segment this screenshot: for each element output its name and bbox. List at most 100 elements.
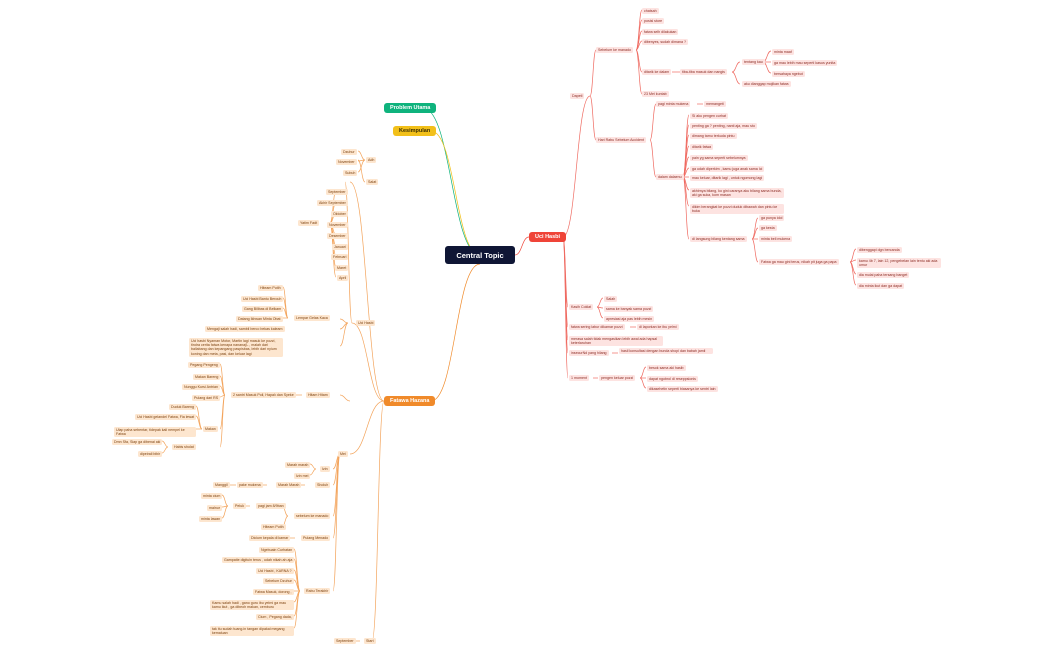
leaf-sendiri-1[interactable]: Makan Bareng <box>193 374 221 381</box>
node-sebelum[interactable]: sebelum ke manado <box>294 513 331 520</box>
leaf-tentang-2[interactable]: bersahaya ngebut <box>772 71 805 78</box>
node-sholuh[interactable]: Sholuh <box>315 482 331 489</box>
node-fatwa-sering[interactable]: fatwa sering labur dikamar pozzi <box>569 324 625 331</box>
leaf-rabu-6[interactable]: Cium , Pegang dada, <box>256 614 294 621</box>
node-start-child[interactable]: September <box>334 638 356 645</box>
leaf-sebelum-0[interactable]: chatsah <box>642 8 659 15</box>
node-pagi-child[interactable]: memangeti <box>704 101 726 108</box>
node-tentang[interactable]: tentang kau <box>742 59 765 66</box>
branch-problem-utama[interactable]: Problem Utama <box>384 103 437 113</box>
node-habis[interactable]: Habis sholat <box>172 444 196 451</box>
leaf-lempar-1[interactable]: Uci Hasbi Bantu Berouh <box>241 296 284 303</box>
node-start[interactable]: Start <box>364 638 376 645</box>
leaf-sebelum-2[interactable]: fatwa selh dilakukan <box>642 29 679 36</box>
leaf-sendiri-2[interactable]: Nunggu Kursi Antrian <box>182 384 220 391</box>
leaf-kasih-0[interactable]: Salah <box>604 296 618 303</box>
leaf-pengen-1[interactable]: dapat ngobrol di reseppsionis <box>647 376 698 383</box>
node-lempar[interactable]: Lempar Gelas Kaca <box>294 315 330 322</box>
node-tiba[interactable]: tiba-tiba masuk dan nangis <box>680 69 727 76</box>
node-adh[interactable]: Adh <box>366 157 377 164</box>
node-peluk[interactable]: Peluk <box>233 503 246 510</box>
node-kasih[interactable]: Kasih Coklat <box>569 304 594 311</box>
leaf-sebelum-3[interactable]: dibenyes, sudah dimana ? <box>642 39 688 46</box>
leaf-dalam-5[interactable]: ga udah diperkim , kamu juga anak sama I… <box>690 166 765 173</box>
leaf-peluk-1[interactable]: malnur <box>207 505 222 512</box>
leaf-yatim-4[interactable]: Desember <box>327 233 348 240</box>
leaf-pengen-0[interactable]: besok sama aki hasib <box>647 365 686 372</box>
leaf-habis-1[interactable]: dipeirali bibir <box>138 451 163 458</box>
node-yatim[interactable]: Yatim Fadt <box>298 220 320 227</box>
leaf-yatim-8[interactable]: April <box>337 275 349 282</box>
node-hitam[interactable]: Hitam Hitam <box>306 392 330 399</box>
leaf-sendiri-3[interactable]: Pulang dari RS <box>192 395 221 402</box>
leaf-yatim-5[interactable]: Januari <box>332 244 348 251</box>
leaf-kasih-2[interactable]: apresiasi aja pas lebih mesin <box>604 316 655 323</box>
leaf-lempar-2[interactable]: Gang Bilibas di Belkam <box>242 306 284 313</box>
node-mei[interactable]: Mei <box>338 451 348 458</box>
node-izin[interactable]: Izin <box>320 466 330 473</box>
node-pulang[interactable]: Pulang Menado <box>301 535 331 542</box>
leaf-yatim-6[interactable]: Februari <box>331 254 349 261</box>
node-sebelum-manado[interactable]: Sebelum ke manado <box>596 47 633 54</box>
node-manggil[interactable]: Manggil <box>213 482 230 489</box>
leaf-lempar-0[interactable]: Hiteam Putih <box>258 285 283 292</box>
leaf-yatim-2[interactable]: Oktober <box>331 211 348 218</box>
leaf-dalam-0[interactable]: Si aku pengen curhat <box>690 113 728 120</box>
node-sendiri[interactable]: 2 santri Masuk Poli, Hapalı dan Syeke <box>231 392 296 399</box>
node-hari[interactable]: Hari Rabu Sebelum Accident <box>596 137 646 144</box>
leaf-lempar-3[interactable]: Datang Ikhwan Minta Obat <box>236 316 283 323</box>
leaf-izin-1[interactable]: Izin mei <box>294 473 311 480</box>
leaf-makan-1[interactable]: Uci Hasbi gelandel Fatwa, Fia lewat <box>135 414 197 421</box>
leaf-rabu-0[interactable]: Ngebuain Curhatan <box>259 547 295 554</box>
leaf-langsung-0[interactable]: ga punya idol <box>759 215 785 222</box>
leaf-makan-2[interactable]: Ulap paha sebentar, tidepak kali nempel … <box>114 427 196 438</box>
leaf-sendiri-0[interactable]: Pegang Pengeng <box>188 362 220 369</box>
node-makan[interactable]: Makan <box>203 426 218 433</box>
leaf-kasih-1[interactable]: sama ke banyak sama pozzi <box>604 306 654 313</box>
leaf-habis-0[interactable]: Dmn Sfa, Siap ga dibenai aki <box>112 439 163 446</box>
leaf-rabu-7[interactable]: tak itu sudah tuang.in tangan dipakai me… <box>210 626 294 637</box>
node-dalam[interactable]: dalam dalaenu <box>656 174 684 181</box>
node-salat[interactable]: Salat <box>366 179 379 186</box>
leaf-peluk-0[interactable]: minta cium <box>201 493 223 500</box>
branch-kesimpulan[interactable]: Kesimpulan <box>393 126 437 136</box>
leaf-fatwa-1[interactable]: kamu 4b 7, lain 12, pengebelan lain tent… <box>857 258 941 269</box>
leaf-dalam-7[interactable]: akhirnya bilang, ko gini caranya aku bil… <box>690 188 784 199</box>
leaf-rabu-3[interactable]: Sebelum Dzuhur <box>263 578 294 585</box>
node-uci-hasbi[interactable]: Uci Hasbi <box>356 320 376 327</box>
leaf-insecure[interactable]: hasil konsultasi dengan bunda shopi dan … <box>619 348 713 355</box>
node-dicium[interactable]: Dicium kepala di kamar <box>249 535 291 542</box>
leaf-fatwa-0[interactable]: dibenggapi dgn bercanda <box>857 247 902 254</box>
branch-fatawa-hazana[interactable]: Fatawa Hazana <box>384 396 436 406</box>
node-dapet[interactable]: Dapetl <box>570 93 585 100</box>
leaf-dalam-8[interactable]: dikim berangkat ke pozzi duduk dibawah d… <box>690 204 784 215</box>
leaf-yatim-3[interactable]: November <box>327 222 348 229</box>
leaf-yatim-1[interactable]: Akhir September <box>317 200 348 207</box>
node-rabu[interactable]: Rabu Terakhir <box>304 588 331 595</box>
node-mengaji[interactable]: Mengaji salah hadi, sambil berco bekas k… <box>205 326 285 333</box>
node-ditarik[interactable]: ditarik ke dalam <box>642 69 672 76</box>
node-pagi[interactable]: pagi minta mukena <box>656 101 691 108</box>
leaf-izin-0[interactable]: Marah marah <box>285 462 311 469</box>
node-merasa[interactable]: merasa salah tidak mengasikan lebih awal… <box>569 336 663 347</box>
leaf-yatim-0[interactable]: September <box>326 189 348 196</box>
leaf-adh-2[interactable]: Subuh <box>343 170 358 177</box>
node-insecure[interactable]: insecurNd yang hilang <box>569 350 609 357</box>
branch-uci-hasbi[interactable]: Uci Hasbi <box>529 232 567 242</box>
node-marah[interactable]: Marah Marah <box>276 482 302 489</box>
node-jam[interactable]: 23 Mei kuntab <box>642 91 669 98</box>
node-marah-child[interactable]: pake mukena <box>237 482 263 489</box>
leaf-adh-0[interactable]: Dzuhur <box>341 149 357 156</box>
leaf-tentang-1[interactable]: ga mau lebih mau seperti kasus yunita <box>772 60 838 67</box>
leaf-tentang-0[interactable]: minta maaf <box>772 49 794 56</box>
node-uci-para[interactable]: Uci hasbi Nyaman Motor, Martin lagi masu… <box>189 338 283 357</box>
leaf-dalam-3[interactable]: ditarik fatwa <box>690 144 714 151</box>
leaf-makan-0[interactable]: Duduk Bareng <box>169 404 196 411</box>
node-moment[interactable]: 1 moment <box>569 375 589 382</box>
leaf-peluk-2[interactable]: minta lawan <box>199 516 223 523</box>
leaf-dalam-2[interactable]: dimang tamu terkuda pintu <box>690 133 737 140</box>
node-aku[interactable]: aku dianggap mojikan fatwa <box>742 81 791 88</box>
node-pagi[interactable]: pagi jam 8/9ban <box>256 503 286 510</box>
leaf-rabu-5[interactable]: Kamu salah hadi , gano guru ibu yelmi ga… <box>210 600 294 611</box>
leaf-pengen-2[interactable]: dikasehetin seperti biasanya ke sentri l… <box>647 386 718 393</box>
